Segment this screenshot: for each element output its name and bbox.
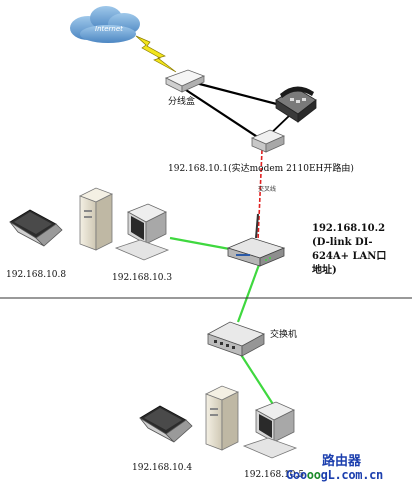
splitter-label: 分线盒	[168, 97, 196, 107]
modem-label: 192.168.10.1(实达modem 2110EH开路由)	[168, 164, 354, 174]
watermark-site-highlight: oo	[306, 468, 321, 482]
laptop-bottom-icon	[139, 405, 193, 443]
internet-label: Internet	[95, 25, 123, 33]
laptop-left-icon	[9, 209, 63, 247]
watermark-site: GoooogL.com.cn	[286, 468, 383, 482]
router-label-line-1: 192.168.10.2	[312, 223, 386, 234]
lan-cable-router-switch	[236, 261, 262, 323]
phone-line-splitter-phone	[191, 80, 293, 110]
crossover-cable-label: 交叉线	[258, 186, 277, 193]
watermark-title: 路由器	[322, 454, 362, 469]
laptop-left-label: 192.168.10.8	[6, 270, 67, 280]
switch-icon	[207, 321, 265, 357]
desktop-top-icon	[79, 187, 170, 261]
lan-cable-pc-router	[169, 236, 236, 252]
lan-cable-switch-pc	[237, 349, 279, 413]
modem-icon	[251, 129, 285, 153]
telephone-icon	[275, 86, 317, 123]
watermark-site-suffix: gL.com.cn	[320, 468, 384, 482]
switch-label: 交换机	[270, 330, 298, 340]
connections	[169, 80, 293, 413]
router-icon	[226, 213, 286, 267]
desktop-bottom-icon	[205, 385, 298, 459]
laptop-bottom-label: 192.168.10.4	[132, 463, 193, 473]
phone-line-splitter-modem	[185, 89, 263, 141]
watermark-site-prefix: Goo	[286, 468, 307, 482]
crossover-cable-line	[257, 149, 263, 241]
internet-cloud-icon	[70, 6, 140, 43]
desktop-top-label: 192.168.10.3	[112, 273, 173, 283]
desktop-bottom-label: 192.168.10.5	[244, 470, 305, 480]
router-label-line-3: 624A+ LAN口	[312, 251, 387, 262]
router-label-line-2: (D-link DI-	[312, 237, 373, 248]
lightning-bolt-icon	[135, 35, 177, 73]
splitter-icon	[164, 69, 206, 93]
router-label-line-4: 地址)	[312, 265, 337, 276]
